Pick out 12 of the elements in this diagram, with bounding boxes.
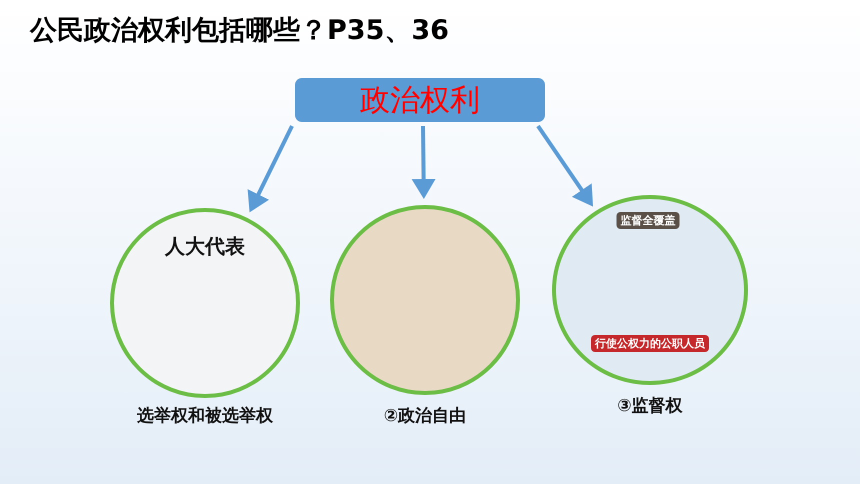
- node-label: ③监督权: [617, 395, 683, 417]
- node-label: ②政治自由: [384, 405, 466, 427]
- arrow: [248, 125, 294, 212]
- arrow: [536, 124, 594, 207]
- picture-text: 人大代表: [164, 233, 246, 260]
- title-box: [295, 78, 545, 122]
- box-label: 政治权利: [360, 82, 480, 120]
- picture-text: 行使公权力的公职人员: [591, 335, 709, 352]
- picture-text: 监督全覆盖: [616, 212, 680, 229]
- arrow: [412, 126, 436, 199]
- title: 公民政治权利包括哪些？P35、36: [30, 14, 449, 48]
- node-label: 选举权和被选举权: [137, 405, 273, 427]
